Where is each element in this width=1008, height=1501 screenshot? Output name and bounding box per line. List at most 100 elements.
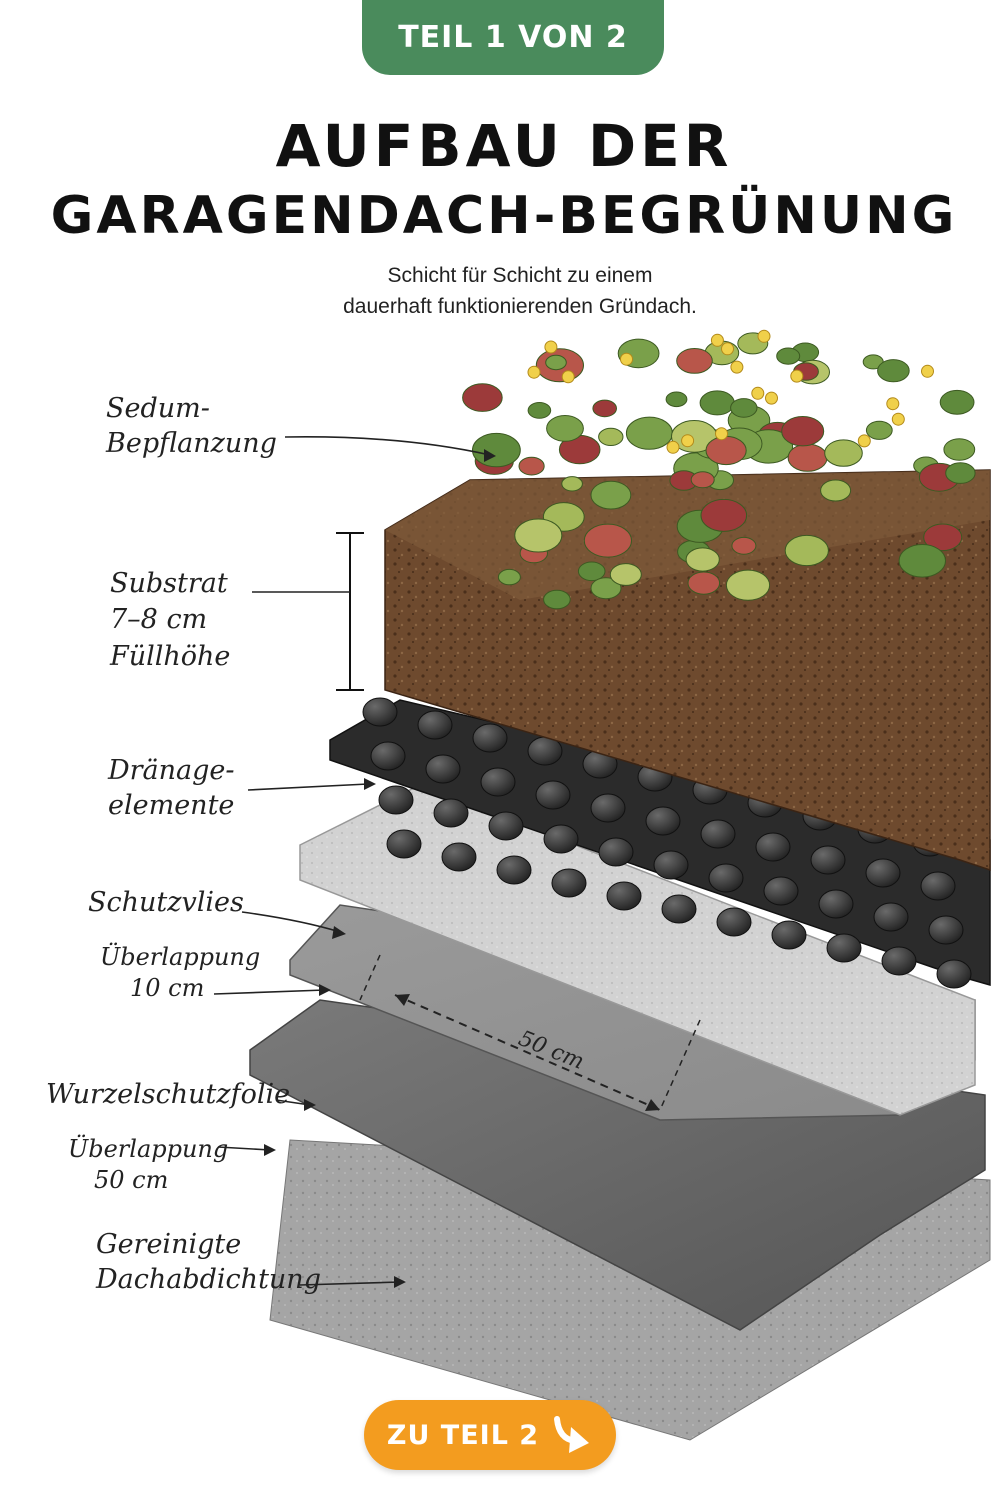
sedum-plant <box>518 456 545 476</box>
sedum-plant <box>865 420 893 440</box>
sedum-plant <box>590 577 622 600</box>
sedum-plant <box>945 462 976 484</box>
sedum-planting <box>462 329 976 610</box>
label-folie-overlap: Überlappung 50 cm <box>68 1134 228 1195</box>
sedum-plant <box>609 563 642 586</box>
label-vlies-overlap: Überlappung 10 cm <box>100 942 260 1003</box>
sedum-plant <box>939 389 975 415</box>
drainage-cups <box>362 697 972 989</box>
sedum-flower <box>921 364 934 378</box>
drainage-cup <box>818 889 854 919</box>
drainage-cup <box>936 959 972 989</box>
drainage-cup <box>920 871 956 901</box>
sedum-flower <box>666 440 680 454</box>
sedum-plant <box>781 416 825 447</box>
label-drainage-line2: elemente <box>108 789 235 821</box>
sedum-plant <box>561 476 583 492</box>
part-badge: TEIL 1 VON 2 <box>362 0 664 75</box>
drainage-cup <box>417 710 453 740</box>
sedum-plant <box>923 523 963 552</box>
drainage-cup <box>708 863 744 893</box>
drainage-cup <box>653 850 689 880</box>
drainage-cup <box>928 915 964 945</box>
drainage-cup <box>716 907 752 937</box>
drainage-cup <box>551 868 587 898</box>
subtitle-line2: dauerhaft funktionierenden Gründach. <box>343 295 697 318</box>
sedum-plant <box>725 569 771 601</box>
drainage-cup <box>606 881 642 911</box>
sedum-flower <box>544 340 558 354</box>
label-substrat-height: 7–8 cm <box>110 604 208 636</box>
sedum-plant <box>590 480 632 510</box>
drainage-cup <box>433 798 469 828</box>
sedum-plant <box>787 443 828 472</box>
drainage-cup <box>590 793 626 823</box>
label-substrat-line1: Substrat <box>110 568 228 599</box>
drainage-cup <box>763 876 799 906</box>
sedum-plant <box>687 571 721 595</box>
sedum-flower <box>721 342 734 356</box>
sedum-plant <box>527 402 552 419</box>
drainage-cup <box>543 824 579 854</box>
drainage-cup <box>370 741 406 771</box>
next-part-label: ZU TEIL 2 <box>386 1419 540 1451</box>
sedum-flower <box>561 370 575 384</box>
drainage-cup <box>480 767 516 797</box>
label-folie: Wurzelschutzfolie <box>46 1079 291 1110</box>
label-sedum-line1: Sedum- <box>106 393 210 424</box>
arrow-down-right-icon <box>549 1413 593 1457</box>
sedum-flower <box>891 412 905 426</box>
sedum-plant <box>731 536 757 555</box>
label-sedum-line2: Bepflanzung <box>106 427 277 459</box>
sedum-flower <box>715 427 728 441</box>
drainage-cup <box>810 845 846 875</box>
sedum-plant <box>472 432 521 468</box>
sedum-flower <box>620 352 633 366</box>
drainage-cup <box>771 920 807 950</box>
label-substrat-line3: Füllhöhe <box>110 640 231 672</box>
sedum-plant <box>546 415 584 442</box>
sedum-flower <box>681 434 695 448</box>
drainage-cup <box>598 837 634 867</box>
next-part-button[interactable]: ZU TEIL 2 <box>364 1400 616 1470</box>
drainage-cup <box>645 806 681 836</box>
label-drainage-line1: Dränage- <box>108 755 235 786</box>
drainage-cup <box>425 754 461 784</box>
sedum-flower <box>857 434 871 448</box>
subtitle-line1: Schicht für Schicht zu einem <box>387 264 653 287</box>
sedum-plant <box>700 498 748 532</box>
sedum-plant <box>784 534 829 567</box>
sedum-plant <box>592 399 618 418</box>
label-vlies-overlap-line1: Überlappung <box>100 943 261 971</box>
sedum-flower <box>790 369 804 383</box>
sedum-plant <box>820 479 852 502</box>
sedum-plant <box>577 561 606 582</box>
sedum-flower <box>751 386 765 400</box>
sedum-plant <box>705 435 747 466</box>
label-drainage: Dränage- elemente <box>108 754 235 823</box>
label-dach-line2: Dachabdichtung <box>96 1263 321 1295</box>
drainage-cup <box>700 819 736 849</box>
label-dach: Gereinigte Dachabdichtung <box>96 1228 321 1297</box>
sedum-flower <box>527 365 541 379</box>
label-substrat: Substrat 7–8 cm Füllhöhe <box>110 566 230 675</box>
page-title-line1: AUFBAU DER <box>275 112 733 180</box>
sedum-plant <box>898 544 946 578</box>
page-title-line2: GARAGENDACH-BEGRÜNUNG <box>50 186 958 246</box>
drainage-cup <box>441 842 477 872</box>
drainage-cup <box>496 855 532 885</box>
sedum-flower <box>757 329 771 343</box>
drainage-cup <box>472 723 508 753</box>
label-vlies-overlap-value: 10 cm <box>130 973 205 1002</box>
drainage-cup <box>386 829 422 859</box>
sedum-plant <box>462 383 503 412</box>
label-dach-line1: Gereinigte <box>96 1229 242 1260</box>
drainage-cup <box>873 902 909 932</box>
drainage-cup <box>755 832 791 862</box>
sedum-flower <box>730 360 744 374</box>
label-vlies: Schutzvlies <box>88 887 244 918</box>
label-folie-overlap-value: 50 cm <box>94 1165 169 1194</box>
sedum-plant <box>685 547 720 572</box>
sedum-plant <box>583 523 633 558</box>
